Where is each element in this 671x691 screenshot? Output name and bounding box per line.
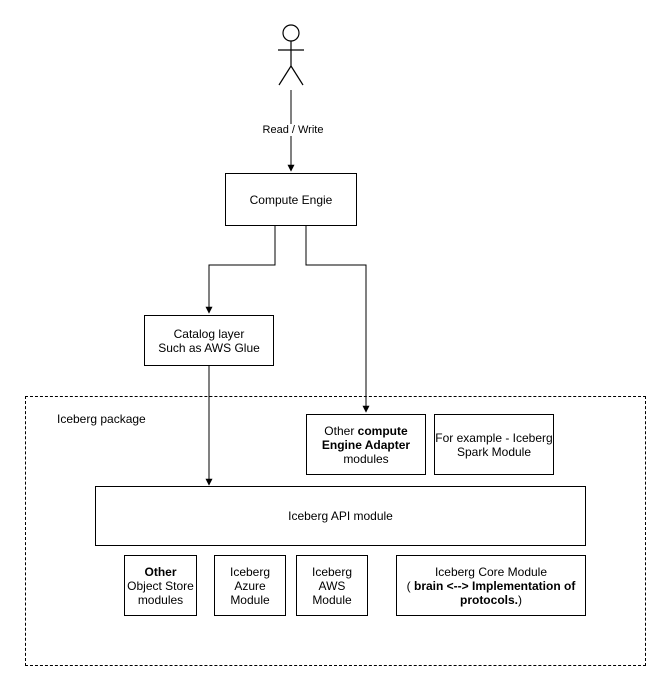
azure-line1: Iceberg <box>229 564 271 579</box>
iceberg-core-module-node: Iceberg Core Module ( brain <--> Impleme… <box>396 555 586 616</box>
api-module-label: Iceberg API module <box>288 509 393 523</box>
compute-engine-node: Compute Engie <box>225 173 357 226</box>
adapter-modules: modules <box>343 451 389 466</box>
catalog-layer-node: Catalog layer Such as AWS Glue <box>144 315 274 366</box>
edge-compute-to-adapter <box>305 226 370 413</box>
compute-engine-label: Compute Engie <box>249 192 333 207</box>
spark-example-node: For example - Iceberg Spark Module <box>434 414 554 475</box>
iceberg-azure-module-node: Iceberg Azure Module <box>214 555 286 616</box>
iceberg-package-label: Iceberg package <box>57 412 146 426</box>
iceberg-package-container <box>25 396 646 666</box>
other-compute-adapter-node: Other compute Engine Adapter modules <box>306 414 426 475</box>
core-prefix: ( <box>406 578 414 593</box>
catalog-layer-line1: Catalog layer <box>173 326 245 341</box>
object-store-line3: modules <box>137 592 184 607</box>
object-store-line2: Object Store <box>127 578 194 593</box>
azure-line2: Azure <box>234 578 266 593</box>
spark-example-line2: Spark Module <box>456 444 532 459</box>
object-store-bold: Other <box>144 564 177 579</box>
core-bold-protocols: protocols. <box>459 592 518 607</box>
catalog-layer-line2: Such as AWS Glue <box>158 340 260 355</box>
edge-label-read-write: Read / Write <box>258 124 328 136</box>
azure-line3: Module <box>230 592 270 607</box>
adapter-prefix: Other <box>324 423 358 438</box>
iceberg-api-module-node: Iceberg API module <box>95 486 586 546</box>
other-object-store-node: Other Object Store modules <box>124 555 197 616</box>
core-bold-brain: brain <--> Implementation of <box>413 578 576 593</box>
iceberg-aws-module-node: Iceberg AWS Module <box>296 555 368 616</box>
adapter-bold-compute: compute <box>357 423 408 438</box>
core-line1: Iceberg Core Module <box>434 564 548 579</box>
aws-line2: AWS <box>318 578 346 593</box>
edge-compute-to-catalog <box>205 226 276 314</box>
aws-line1: Iceberg <box>311 564 353 579</box>
spark-example-line1: For example - Iceberg <box>435 430 553 445</box>
aws-line3: Module <box>312 592 352 607</box>
adapter-bold-engine: Engine Adapter <box>321 437 411 452</box>
core-suffix: ) <box>518 592 522 607</box>
stick-figure-user-icon <box>278 24 304 86</box>
